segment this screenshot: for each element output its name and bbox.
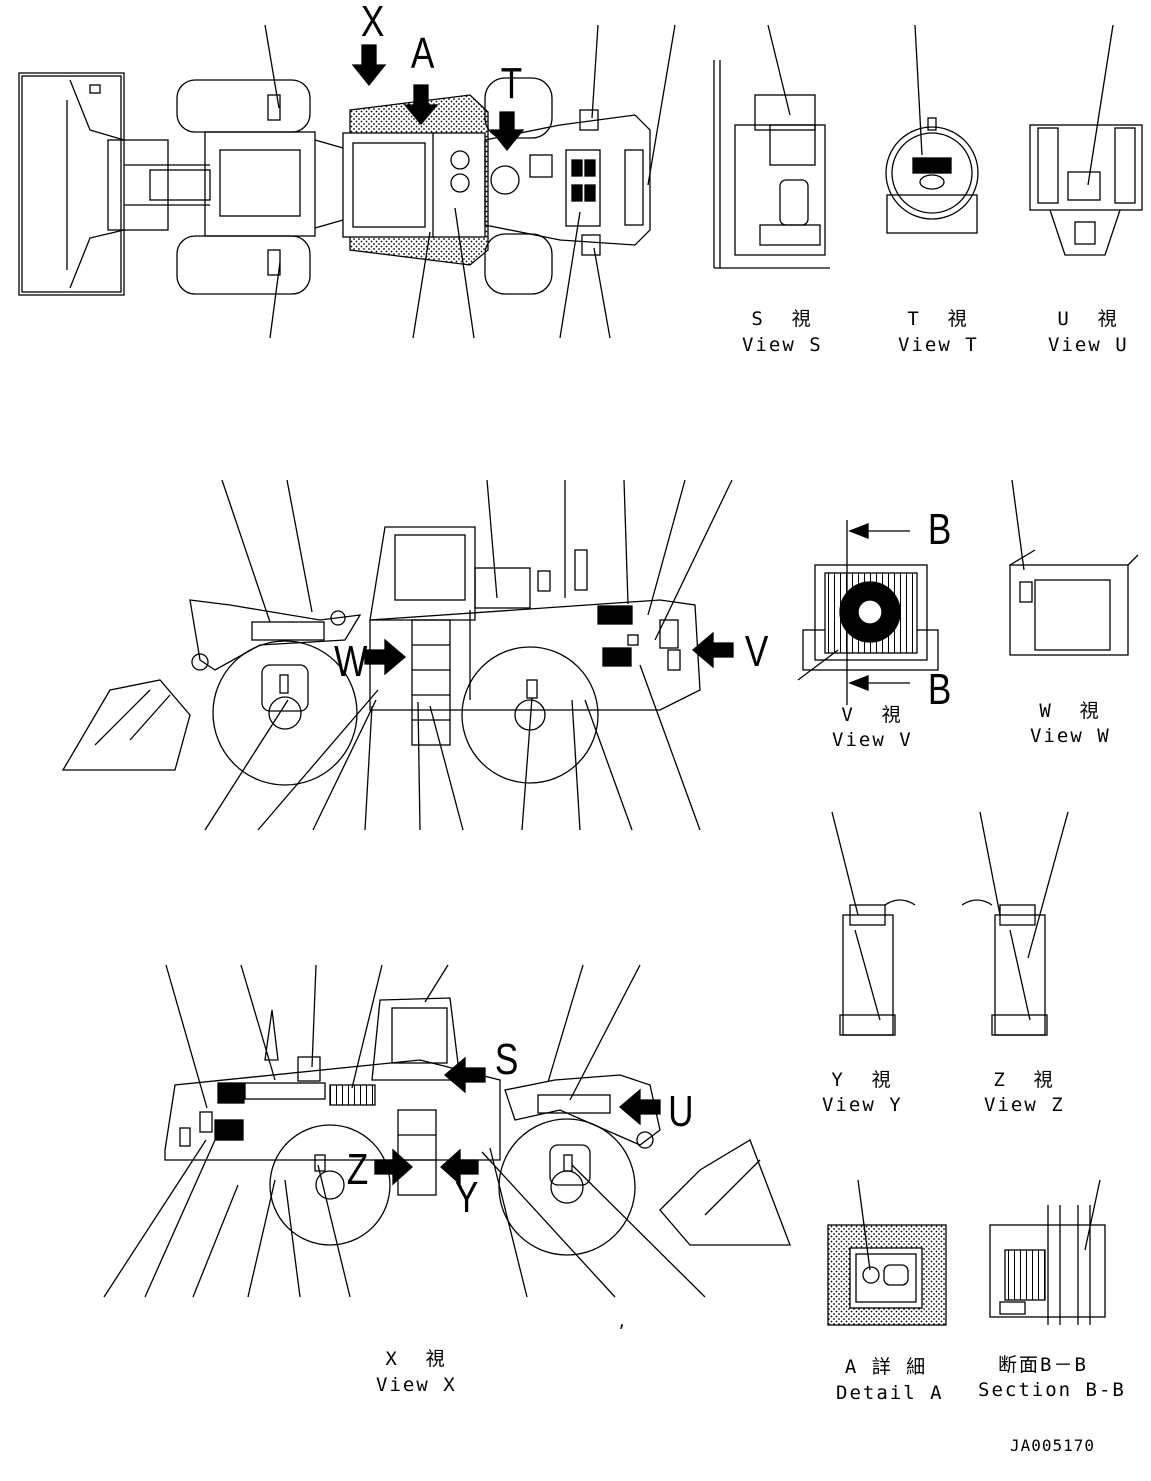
view-y-caption-en: View Y — [822, 1094, 903, 1116]
arrow-letter-y-side: Y — [454, 1173, 479, 1222]
view-y-drawing — [831, 811, 916, 1036]
view-w-caption-en: View W — [1030, 725, 1111, 747]
view-v-caption-en: View V — [832, 729, 913, 751]
arrow-letter-a-top: A — [410, 29, 435, 78]
arrow-v-side-icon — [691, 631, 734, 669]
arrow-letter-x-top: X — [360, 0, 385, 46]
arrow-letter-b-lower: B — [927, 665, 952, 714]
view-u-caption-jp: U 視 — [1057, 308, 1119, 330]
detail-a-drawing — [827, 1179, 947, 1326]
machine-top-view — [18, 24, 676, 339]
view-y-caption-jp: Y 視 — [831, 1069, 893, 1091]
arrow-z-side-icon — [374, 1148, 413, 1186]
arrow-letter-z-side: Z — [346, 1145, 369, 1194]
arrow-letter-s-side: S — [494, 1035, 519, 1084]
arrow-y-side-icon — [440, 1148, 479, 1186]
view-x-caption-jp: X 視 — [385, 1348, 447, 1370]
arrow-letter-v-side: V — [744, 627, 769, 676]
stray-mark: , — [617, 1312, 628, 1331]
arrow-a-top-icon — [403, 84, 439, 126]
section-bb-drawing — [989, 1179, 1106, 1325]
view-v-caption-jp: V 視 — [841, 704, 903, 726]
section-bb-caption-jp: 断面B－B — [998, 1354, 1088, 1376]
view-t-caption-en: View T — [898, 334, 979, 356]
view-z-drawing — [961, 811, 1069, 1036]
view-x-caption-en: View X — [376, 1374, 457, 1396]
view-w-drawing — [1009, 479, 1139, 656]
arrow-w-side-icon — [364, 638, 407, 676]
arrow-t-top-icon — [489, 111, 525, 152]
view-v-drawing — [797, 520, 939, 705]
arrow-letter-t-top: T — [500, 59, 523, 108]
arrow-letter-u-side: U — [668, 1087, 694, 1136]
detail-a-caption-jp: A 詳 細 — [844, 1356, 928, 1378]
view-z-caption-jp: Z 視 — [993, 1069, 1055, 1091]
view-s-caption-en: View S — [742, 334, 823, 356]
view-w-caption-jp: W 視 — [1039, 700, 1101, 722]
arrow-letter-b-upper: B — [927, 505, 952, 554]
section-bb-caption-en: Section B-B — [978, 1379, 1126, 1401]
view-u-caption-en: View U — [1048, 334, 1129, 356]
arrow-x-top-icon — [351, 44, 387, 87]
view-t-caption-jp: T 視 — [907, 308, 969, 330]
view-u-drawing — [1029, 24, 1143, 256]
machine-side-view-right — [103, 964, 791, 1298]
arrow-letter-w-side: W — [334, 637, 368, 686]
detail-a-caption-en: Detail A — [836, 1382, 944, 1404]
arrow-u-side-icon — [618, 1088, 661, 1126]
machine-side-view-left — [61, 479, 733, 831]
view-t-drawing — [885, 24, 979, 234]
view-s-caption-jp: S 視 — [751, 308, 813, 330]
view-z-caption-en: View Z — [984, 1094, 1065, 1116]
arrow-s-side-icon — [443, 1056, 486, 1094]
drawing-code: JA005170 — [1010, 1436, 1096, 1455]
view-s-drawing — [713, 24, 830, 269]
